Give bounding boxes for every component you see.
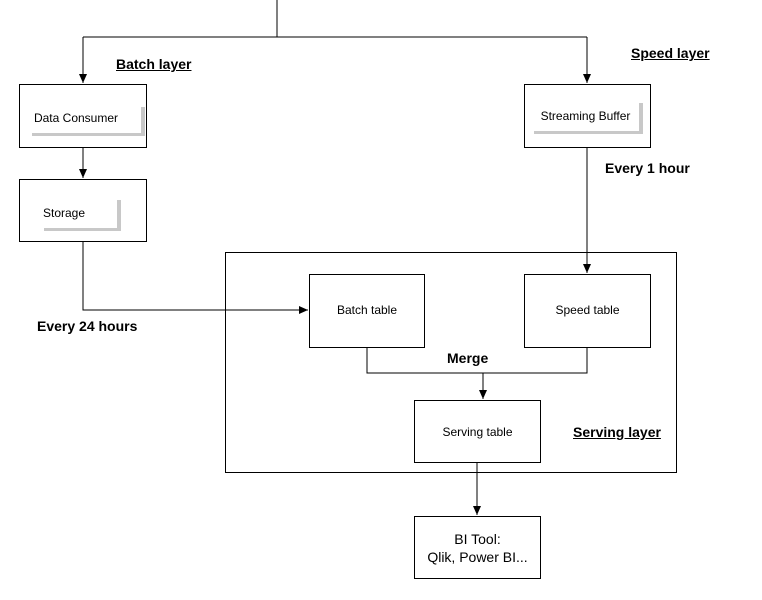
bi-tool-box[interactable]: BI Tool: Qlik, Power BI... [414,516,541,579]
box-shadow-decoration [141,107,145,133]
box-shadow-decoration [32,133,145,136]
data-consumer-box[interactable]: Data Consumer [19,84,147,148]
box-shadow-decoration [639,103,643,131]
arrow-storage-to-batch-table [82,242,308,314]
speed-table-box[interactable]: Speed table [524,274,651,348]
serving-table-label: Serving table [442,424,513,439]
box-shadow-decoration [44,228,121,231]
serving-table-box[interactable]: Serving table [414,400,541,463]
merge-line [366,347,588,374]
batch-layer-label: Batch layer [116,56,192,72]
storage-label: Storage [42,205,86,220]
serving-layer-label: Serving layer [573,424,661,440]
data-consumer-label: Data Consumer [33,111,119,125]
every-24-hours-label: Every 24 hours [37,318,138,334]
batch-table-box[interactable]: Batch table [309,274,425,348]
streaming-buffer-label: Streaming Buffer [540,109,631,123]
box-shadow-decoration [117,200,121,228]
streaming-buffer-box[interactable]: Streaming Buffer [524,84,651,148]
batch-table-label: Batch table [336,303,398,317]
storage-box[interactable]: Storage [19,179,147,242]
bi-tool-label: BI Tool: Qlik, Power BI... [427,530,528,565]
speed-table-label: Speed table [555,303,620,317]
serving-layer-container [225,252,677,473]
merge-label: Merge [447,350,489,366]
speed-layer-label: Speed layer [631,45,710,61]
box-shadow-decoration [534,131,643,134]
every-1-hour-label: Every 1 hour [605,160,690,176]
